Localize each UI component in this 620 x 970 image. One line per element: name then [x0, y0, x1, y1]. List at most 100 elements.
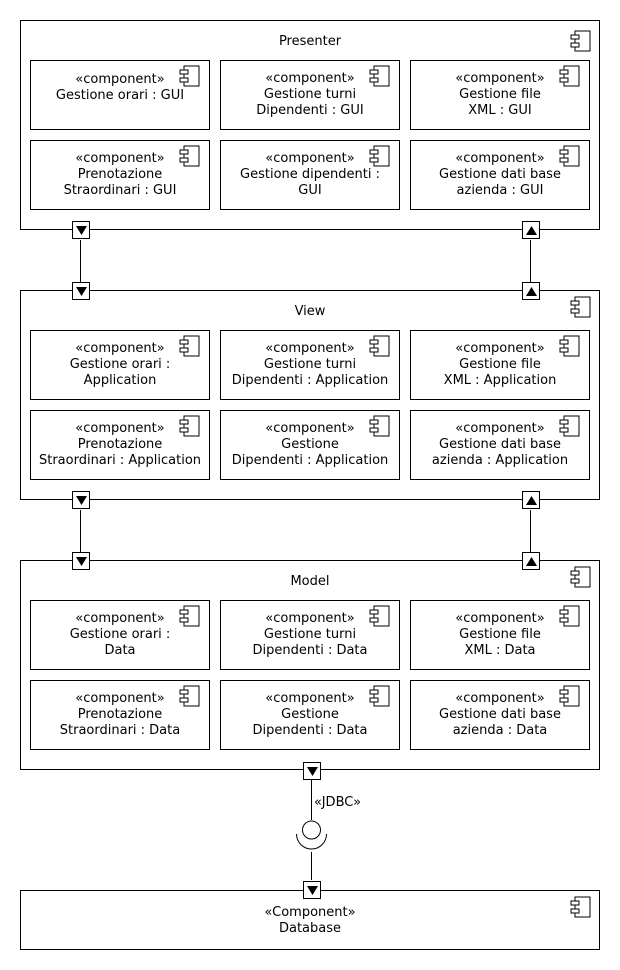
component-icon [369, 65, 390, 87]
database-stereotype: «Component» [264, 905, 356, 920]
component-name-line2: Straordinari : Data [59, 723, 181, 738]
component-name-line1: Gestione dati base [439, 437, 561, 452]
component-name-line2: Straordinari : GUI [63, 183, 177, 198]
component-name-line1: Gestione turni [263, 627, 357, 642]
component-stereotype: «component» [455, 71, 545, 86]
component-name-line2: Dipendenti : Data [252, 643, 368, 658]
component-name-line1: Gestione [281, 437, 339, 452]
component-icon [570, 30, 591, 52]
component-name-line1: Gestione dipendenti : [240, 167, 380, 182]
component-icon [179, 605, 200, 627]
component-name-line1: Gestione [281, 707, 339, 722]
component-name-line2: azienda : GUI [456, 183, 544, 198]
component-name-line1: Gestione dati base [439, 707, 561, 722]
presenter-title: Presenter [278, 34, 342, 49]
component-name-line1: Gestione file [459, 627, 541, 642]
component-name-line2: XML : GUI [468, 103, 532, 118]
component-icon [179, 65, 200, 87]
component-name-line1: Gestione turni [263, 357, 357, 372]
connector-line [311, 780, 312, 820]
component-icon [559, 415, 580, 437]
component-name-line2: azienda : Application [431, 453, 569, 468]
database-name: Database [278, 921, 342, 936]
component-stereotype: «component» [265, 151, 355, 166]
component-stereotype: «component» [265, 421, 355, 436]
component-stereotype: «component» [75, 691, 165, 706]
component-name-line2: Dipendenti : GUI [256, 103, 364, 118]
component-name-line1: Gestione dati base [439, 167, 561, 182]
component-stereotype: «component» [455, 691, 545, 706]
component-name-line2: XML : Data [464, 643, 536, 658]
component-stereotype: «component» [265, 611, 355, 626]
component-icon [570, 896, 591, 918]
component-icon [369, 415, 390, 437]
component-name-line2: GUI [298, 183, 322, 198]
component-name-line2: Application [83, 373, 157, 388]
component-name-line2: Data [104, 643, 136, 658]
component-stereotype: «component» [75, 72, 165, 87]
down-arrow-port-icon [72, 552, 90, 570]
component-stereotype: «component» [265, 71, 355, 86]
down-arrow-port-icon [72, 491, 90, 509]
component-icon [369, 685, 390, 707]
down-arrow-port-icon [303, 762, 321, 780]
connector-line [80, 510, 81, 552]
up-arrow-port-icon [522, 491, 540, 509]
component-icon [179, 335, 200, 357]
model-component: «component»Gestione orari :Data [30, 600, 210, 670]
component-stereotype: «component» [75, 151, 165, 166]
component-name-line2: XML : Application [443, 373, 557, 388]
component-name-line2: Dipendenti : Application [231, 453, 389, 468]
component-icon [559, 65, 580, 87]
component-name-line1: Gestione turni [263, 87, 357, 102]
component-icon [559, 335, 580, 357]
component-icon [570, 566, 591, 588]
component-name-line2: Straordinari : Application [38, 453, 202, 468]
connector-line [80, 240, 81, 282]
down-arrow-port-icon [72, 221, 90, 239]
component-stereotype: «component» [75, 611, 165, 626]
jdbc-label: «JDBC» [314, 795, 362, 810]
component-stereotype: «component» [455, 151, 545, 166]
down-arrow-port-icon [72, 282, 90, 300]
component-icon [559, 145, 580, 167]
component-stereotype: «component» [455, 611, 545, 626]
up-arrow-port-icon [522, 282, 540, 300]
component-name-line1: Gestione orari : [69, 627, 171, 642]
component-name-line1: Gestione file [459, 357, 541, 372]
presenter-component: «component»Gestione dipendenti :GUI [220, 140, 400, 210]
up-arrow-port-icon [522, 552, 540, 570]
component-stereotype: «component» [75, 341, 165, 356]
component-name-line1: Gestione orari : [69, 357, 171, 372]
component-icon [369, 335, 390, 357]
component-icon [179, 685, 200, 707]
model-title: Model [290, 574, 330, 589]
component-icon [570, 296, 591, 318]
component-icon [179, 415, 200, 437]
up-arrow-port-icon [522, 221, 540, 239]
component-icon [369, 145, 390, 167]
connector-line [311, 852, 312, 880]
component-name-line1: Gestione orari : GUI [55, 88, 185, 103]
component-name-line1: Prenotazione [77, 707, 163, 722]
component-name-line1: Prenotazione [77, 167, 163, 182]
component-name-line2: Dipendenti : Data [252, 723, 368, 738]
view-title: View [294, 304, 326, 319]
component-stereotype: «component» [265, 341, 355, 356]
component-name-line1: Gestione file [459, 87, 541, 102]
component-icon [369, 605, 390, 627]
